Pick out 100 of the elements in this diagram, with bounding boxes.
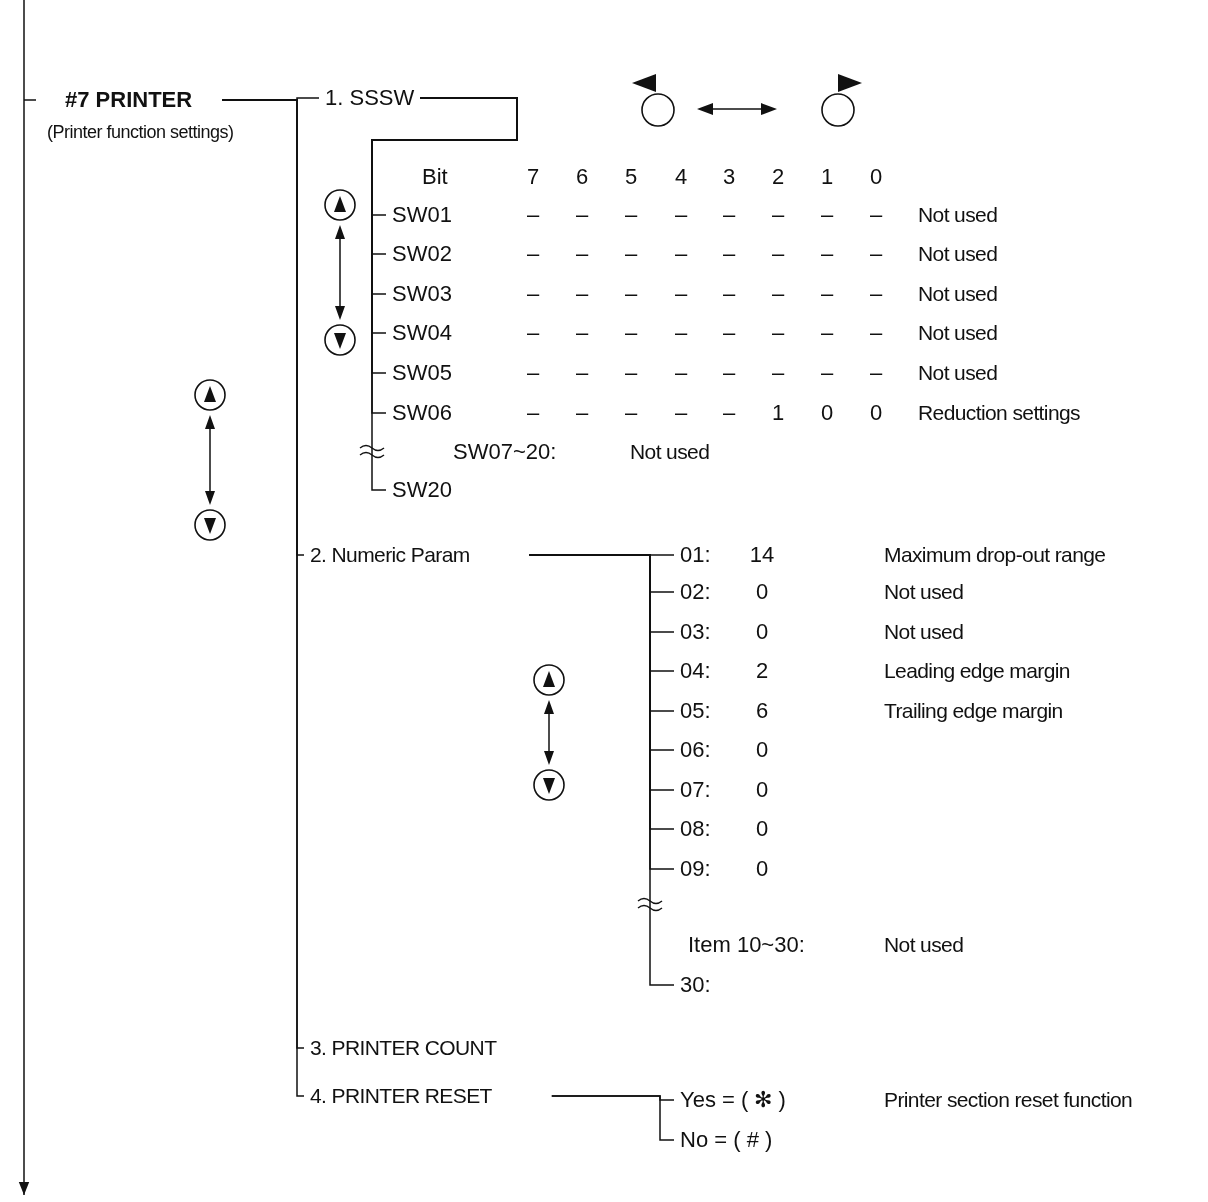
bit-value: –: [625, 401, 638, 425]
value-text: 0: [754, 817, 770, 841]
description-text: Reduction settings: [918, 401, 1080, 425]
description-text: Not used: [884, 620, 964, 644]
tree-line: [528, 554, 675, 986]
menu-item-text: Yes = ( ✻ ): [680, 1088, 786, 1112]
bit-value: –: [723, 321, 736, 345]
bit-value: –: [576, 242, 589, 266]
bit-value: –: [576, 401, 589, 425]
bit-number: 1: [821, 165, 834, 189]
bit-value: –: [675, 401, 688, 425]
menu-item-text: 01:: [680, 543, 712, 567]
menu-item-text: 06:: [680, 738, 712, 762]
bit-number: 3: [723, 165, 736, 189]
menu-item-text: SW04: [392, 321, 452, 345]
menu-item-text: SW03: [392, 282, 452, 306]
menu-item-text: 07:: [680, 778, 712, 802]
menu-item-text: 02:: [680, 580, 712, 604]
bit-value: –: [821, 203, 834, 227]
bit-value: –: [821, 242, 834, 266]
bit-value: –: [772, 242, 785, 266]
menu-item-text: 4. PRINTER RESET: [310, 1084, 492, 1108]
bit-value: –: [772, 361, 785, 385]
menu-item-text: 05:: [680, 699, 712, 723]
bit-value: –: [527, 401, 540, 425]
description-text: Not used: [884, 580, 964, 604]
bit-value: –: [870, 203, 883, 227]
tree-line: [551, 1095, 675, 1141]
description-text: Not used: [918, 203, 998, 227]
bit-value: –: [870, 321, 883, 345]
bit-value: –: [625, 282, 638, 306]
bit-value: –: [723, 242, 736, 266]
menu-item-text: SW06: [392, 401, 452, 425]
bit-number: 5: [625, 165, 638, 189]
bit-value: –: [870, 282, 883, 306]
description-text: Printer section reset function: [884, 1088, 1133, 1112]
bit-value: –: [723, 203, 736, 227]
bit-value: –: [576, 282, 589, 306]
menu-item-text: 04:: [680, 659, 712, 683]
value-text: 0: [754, 857, 770, 881]
bit-value: –: [821, 282, 834, 306]
bit-value: –: [723, 282, 736, 306]
bit-value: 1: [772, 401, 785, 425]
bit-value: –: [527, 361, 540, 385]
value-text: 14: [748, 543, 776, 567]
menu-item-text: 2. Numeric Param: [310, 543, 470, 567]
range-text: Item 10~30:: [688, 933, 805, 957]
bit-value: –: [576, 361, 589, 385]
menu-item-text: SW05: [392, 361, 452, 385]
menu-item-text: 03:: [680, 620, 712, 644]
bit-value: –: [675, 321, 688, 345]
menu-item-text: #7 PRINTER: [65, 88, 193, 112]
bit-value: –: [527, 282, 540, 306]
menu-item-text: SW01: [392, 203, 452, 227]
bit-value: –: [576, 321, 589, 345]
value-text: 0: [754, 580, 770, 604]
menu-item-text: SW20: [392, 478, 452, 502]
bit-number: 7: [527, 165, 540, 189]
bit-value: –: [625, 242, 638, 266]
bit-value: –: [772, 203, 785, 227]
bit-value: –: [772, 282, 785, 306]
bit-value: –: [821, 361, 834, 385]
menu-item-text: 3. PRINTER COUNT: [310, 1036, 497, 1060]
bit-value: –: [675, 242, 688, 266]
bit-value: –: [723, 361, 736, 385]
bit-value: –: [527, 242, 540, 266]
description-text: Not used: [630, 440, 710, 464]
bit-value: –: [675, 361, 688, 385]
range-text: SW07~20:: [453, 440, 557, 464]
menu-item-text: 1. SSSW: [325, 86, 415, 110]
description-text: Trailing edge margin: [884, 699, 1063, 723]
bit-value: –: [527, 321, 540, 345]
bit-value: –: [772, 321, 785, 345]
bit-value: –: [870, 361, 883, 385]
value-text: 0: [754, 620, 770, 644]
subtitle-text: (Printer function settings): [47, 121, 234, 144]
menu-item-text: 30:: [680, 973, 711, 997]
description-text: Leading edge margin: [884, 659, 1070, 683]
description-text: Not used: [918, 321, 998, 345]
menu-item-text: No = ( # ): [680, 1128, 773, 1152]
bit-value: 0: [870, 401, 883, 425]
bit-value: –: [527, 203, 540, 227]
bit-number: 0: [870, 165, 883, 189]
value-text: 6: [754, 699, 770, 723]
bit-number: 6: [576, 165, 589, 189]
bit-value: –: [625, 361, 638, 385]
bit-number: 4: [675, 165, 688, 189]
description-text: Not used: [884, 933, 964, 957]
bit-value: –: [675, 282, 688, 306]
bit-number: 2: [772, 165, 785, 189]
bit-value: –: [821, 321, 834, 345]
bit-value: –: [870, 242, 883, 266]
bit-value: –: [576, 203, 589, 227]
bit-value: –: [625, 203, 638, 227]
tree-line: [371, 97, 518, 491]
bit-value: 0: [821, 401, 834, 425]
value-text: 2: [754, 659, 770, 683]
description-text: Not used: [918, 242, 998, 266]
column-header: Bit: [422, 165, 448, 189]
menu-item-text: SW02: [392, 242, 452, 266]
